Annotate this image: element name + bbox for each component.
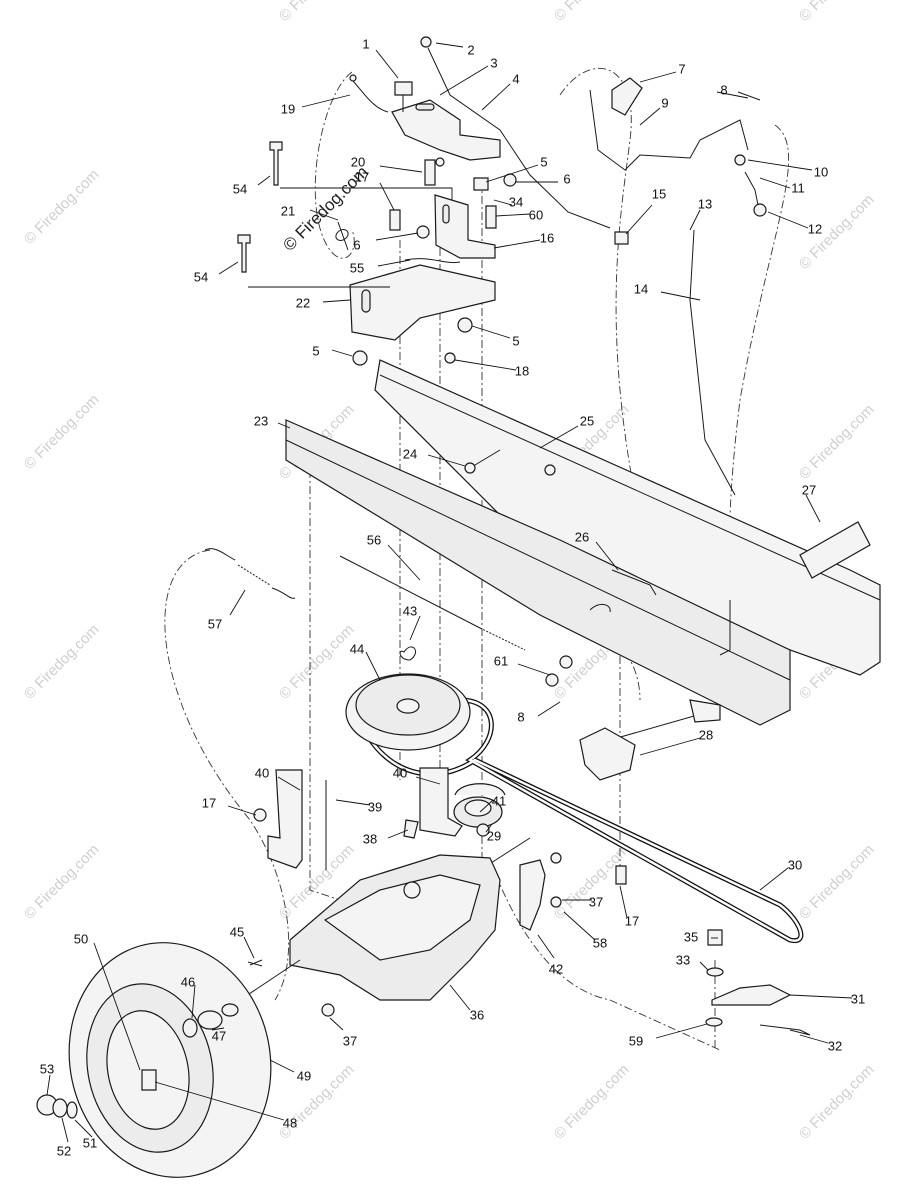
part-callout-35: 35 [684, 929, 698, 944]
part-callout-29: 29 [487, 828, 501, 843]
part-callout-1: 1 [362, 36, 369, 51]
part-callout-10: 10 [814, 164, 828, 179]
part-callout-25: 25 [580, 413, 594, 428]
part-callout-26: 26 [575, 529, 589, 544]
watermark-tile: © Firedog.com [796, 0, 878, 25]
upper-linkage [237, 36, 767, 496]
part-callout-40: 40 [393, 765, 407, 780]
part-callout-32: 32 [828, 1038, 842, 1053]
watermark-tile: © Firedog.com [21, 166, 103, 248]
part-callout-5: 5 [312, 343, 319, 358]
part-callout-19: 19 [281, 101, 295, 116]
part-callout-49: 49 [297, 1068, 311, 1083]
part-callout-53: 53 [40, 1061, 54, 1076]
part-callout-47: 47 [212, 1028, 226, 1043]
part-callout-48: 48 [283, 1115, 297, 1130]
part-callout-36: 36 [470, 1007, 484, 1022]
part-callout-51: 51 [83, 1135, 97, 1150]
part-callout-12: 12 [808, 221, 822, 236]
watermark-tile: © Firedog.com [551, 1061, 633, 1143]
part-callout-20: 20 [351, 154, 365, 169]
watermark-tile: © Firedog.com [796, 1061, 878, 1143]
part-callout-38: 38 [363, 831, 377, 846]
part-callout-44: 44 [350, 641, 364, 656]
watermark-tile: © Firedog.com [276, 0, 358, 25]
part-callout-2: 2 [467, 42, 474, 57]
part-callout-3: 3 [490, 55, 497, 70]
part-callout-60: 60 [529, 207, 543, 222]
frame-rails [285, 359, 881, 726]
part-callout-13: 13 [698, 196, 712, 211]
part-callout-39: 39 [368, 799, 382, 814]
part-callout-30: 30 [788, 857, 802, 872]
part-callout-52: 52 [57, 1143, 71, 1158]
brake-shaft [579, 699, 721, 781]
part-callout-45: 45 [230, 924, 244, 939]
part-callout-55: 55 [350, 260, 364, 275]
part-callout-37: 37 [589, 894, 603, 909]
part-callout-57: 57 [208, 616, 222, 631]
watermark-tile: © Firedog.com [21, 391, 103, 473]
part-callout-6: 6 [353, 237, 360, 252]
part-callout-40: 40 [255, 765, 269, 780]
springs-cable [204, 548, 573, 687]
part-callout-54: 54 [194, 269, 208, 284]
wheel-assembly [36, 942, 272, 1178]
drive-pulley-belt [345, 673, 804, 944]
part-callout-9: 9 [661, 95, 668, 110]
part-callout-5: 5 [540, 154, 547, 169]
part-callout-5: 5 [512, 333, 519, 348]
leader-lines [46, 42, 853, 1143]
watermark-tile: © Firedog.com [21, 621, 103, 703]
part-callout-27: 27 [802, 482, 816, 497]
part-callout-7: 7 [678, 61, 685, 76]
part-callout-56: 56 [367, 532, 381, 547]
part-callout-4: 4 [512, 71, 519, 86]
part-callout-37: 37 [343, 1033, 357, 1048]
transaxle [239, 767, 627, 1017]
watermark-tile: © Firedog.com [796, 841, 878, 923]
part-callout-34: 34 [509, 194, 523, 209]
part-callout-28: 28 [699, 727, 713, 742]
watermark-tile: © Firedog.com [796, 401, 878, 483]
part-callout-50: 50 [74, 931, 88, 946]
part-callout-21: 21 [281, 203, 295, 218]
part-callout-22: 22 [296, 295, 310, 310]
part-callout-8: 8 [517, 709, 524, 724]
part-callout-17: 17 [625, 913, 639, 928]
part-callout-15: 15 [652, 186, 666, 201]
part-callout-14: 14 [634, 281, 648, 296]
watermark-tile: © Firedog.com [551, 0, 633, 25]
part-callout-61: 61 [494, 653, 508, 668]
part-callout-54: 54 [233, 181, 247, 196]
watermark-tile: © Firedog.com [21, 841, 103, 923]
right-hardware [705, 929, 811, 1036]
part-callout-18: 18 [515, 363, 529, 378]
part-callout-8: 8 [720, 82, 727, 97]
watermark-tile: © Firedog.com [276, 621, 358, 703]
part-callout-23: 23 [254, 413, 268, 428]
part-callout-24: 24 [403, 446, 417, 461]
part-callout-16: 16 [540, 230, 554, 245]
part-callout-43: 43 [403, 603, 417, 618]
part-callout-58: 58 [593, 935, 607, 950]
part-callout-11: 11 [791, 180, 805, 195]
part-callout-17: 17 [202, 795, 216, 810]
part-callout-17: 17 [355, 169, 369, 184]
part-callout-59: 59 [629, 1033, 643, 1048]
part-callout-46: 46 [181, 974, 195, 989]
part-callout-6: 6 [563, 171, 570, 186]
watermark-tile: © Firedog.com [276, 1061, 358, 1143]
part-callout-42: 42 [549, 961, 563, 976]
part-callout-31: 31 [851, 991, 865, 1006]
part-callout-33: 33 [676, 952, 690, 967]
part-callout-41: 41 [492, 793, 506, 808]
